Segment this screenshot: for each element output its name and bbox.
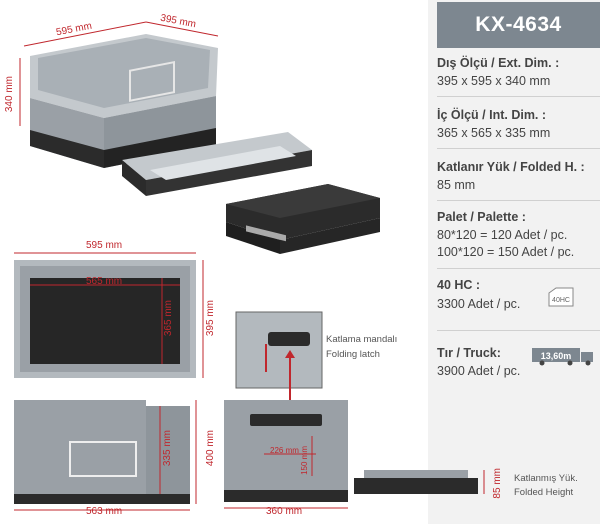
divider <box>437 268 600 269</box>
hc-value: 3300 Adet / pc. <box>437 297 521 311</box>
ext-dim-value: 395 x 595 x 340 mm <box>437 74 551 88</box>
folded-height-label: Katlanır Yük / Folded H. : <box>437 160 585 174</box>
folded-height-value: 85 mm <box>437 178 476 192</box>
latch-label-tr: Katlama mandalı <box>326 334 398 345</box>
model-title: KX-4634 <box>437 2 600 48</box>
int-dim-value: 365 x 565 x 335 mm <box>437 126 551 140</box>
hc-label: 40 HC : <box>437 278 481 292</box>
folded-view-drawing <box>354 470 485 494</box>
folded-height-dimension: 85 mm <box>492 468 503 499</box>
side-int-height: 335 mm <box>162 430 173 467</box>
plan-ext-width: 595 mm <box>86 240 123 251</box>
folded-label-tr: Katlanmış Yük. <box>514 473 578 484</box>
plan-view-drawing <box>14 252 204 378</box>
plan-int-width: 565 mm <box>86 276 123 287</box>
front-base-width: 360 mm <box>266 506 303 517</box>
ext-dim-label: Dış Ölçü / Ext. Dim. : <box>437 56 560 70</box>
divider <box>437 200 600 201</box>
container-icon: 40HC <box>548 287 574 307</box>
front-handle-width: 226 mm <box>270 446 299 455</box>
truck-value: 3900 Adet / pc. <box>437 364 521 378</box>
truck-icon-label: 13,60m <box>541 351 572 361</box>
divider <box>437 148 600 149</box>
latch-label-en: Folding latch <box>326 349 380 360</box>
side-base-length: 563 mm <box>86 506 123 517</box>
front-handle-height: 150 mm <box>300 446 309 475</box>
side-ext-height: 400 mm <box>205 430 216 467</box>
latch-detail-drawing <box>235 311 323 480</box>
truck-label: Tır / Truck: <box>437 346 501 360</box>
divider <box>437 330 600 331</box>
truck-icon: 13,60m <box>532 348 593 366</box>
top-height-dimension: 340 mm <box>4 76 15 113</box>
crate-isometric-drawing <box>19 21 380 254</box>
plan-ext-depth: 395 mm <box>205 300 216 337</box>
folded-label-en: Folded Height <box>514 487 574 498</box>
spec-panel <box>428 0 600 524</box>
pallet-label: Palet / Palette : <box>437 210 526 224</box>
pallet-value-100x120: 100*120 = 150 Adet / pc. <box>437 245 575 259</box>
front-view-drawing <box>224 400 348 509</box>
plan-int-depth: 365 mm <box>163 300 174 337</box>
divider <box>437 96 600 97</box>
side-view-drawing <box>14 400 197 511</box>
int-dim-label: İç Ölçü / Int. Dim. : <box>437 108 547 122</box>
container-icon-label: 40HC <box>552 297 570 304</box>
pallet-value-80x120: 80*120 = 120 Adet / pc. <box>437 228 568 242</box>
